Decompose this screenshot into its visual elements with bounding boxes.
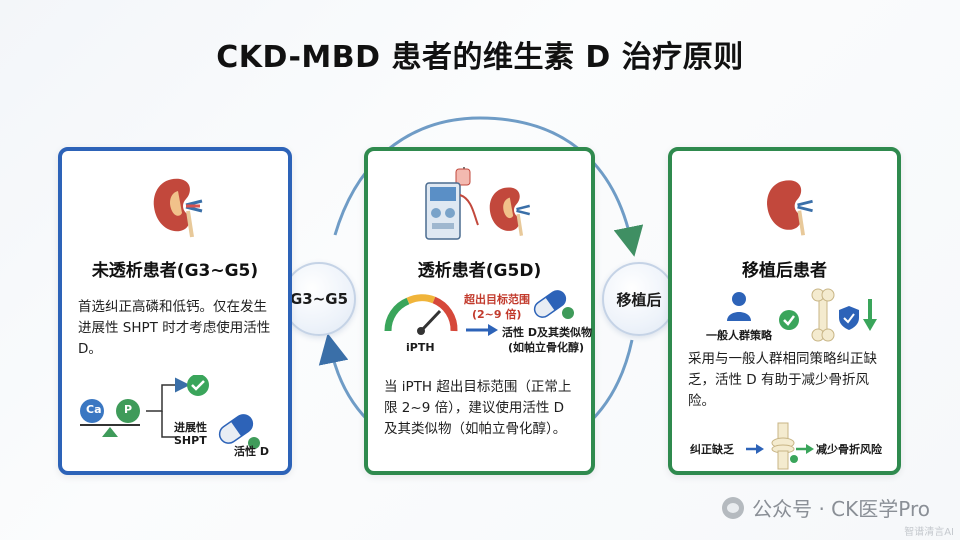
left-label: 纠正缺乏 [690,443,734,456]
stage-circle-g3-g5: G3~G5 [282,262,356,336]
card-title: 未透析患者(G3~G5) [91,261,259,281]
down-arrow-icon [863,299,877,331]
branch-label-2: SHPT [174,434,207,447]
card-body: 当 iPTH 超出目标范围（正常上限 2~9 倍），建议使用活性 D 及其类似物… [384,379,572,437]
p-label: P [124,403,133,416]
branch-label-1: 进展性 [174,421,207,434]
balance-diagram [80,375,260,449]
person-icon [727,292,751,321]
range-label-2: (2~9 倍) [472,308,522,321]
gauge-icon [384,294,458,335]
pill-icon [218,414,254,444]
dialysis-machine-icon [425,167,479,240]
page-title: CKD-MBD 患者的维生素 D 治疗原则 [216,40,744,75]
card-body: 采用与一般人群相同策略纠正缺乏，活性 D 有助于减少骨折风险。 [688,351,877,409]
kidney-icon [767,180,813,236]
drug-label: 活性 D [234,445,269,458]
pill-icon [533,290,574,319]
kidney-icon [489,187,531,236]
card-dialysis: 透析患者(G5D) iPTH 超出目标范围 (2~9 倍) 活性 D及其类似物 … [364,147,595,475]
card-non-dialysis: 未透析患者(G3~G5) 首选纠正高磷和低钙。仅在发生进展性 SHPT 时才考虑… [58,147,292,475]
watermark: 公众号 · CK医学Pro [722,493,930,522]
wechat-icon [722,496,745,519]
p-circle [116,399,140,423]
person-label: 一般人群策略 [706,329,772,342]
knee-joint-icon [771,422,798,470]
check-icon [779,310,799,330]
arrow-icon [466,324,498,336]
corner-mark: 智谱清言AI [904,527,954,538]
shield-icon [839,306,859,330]
stage-circle-post-transplant: 移植后 [602,262,676,336]
drug-label-2: (如帕立骨化醇) [508,341,585,354]
range-label-1: 超出目标范围 [464,293,530,306]
drug-label-1: 活性 D及其类似物 [502,326,592,339]
gauge-label: iPTH [406,341,435,354]
card-post-transplant: 移植后患者 一般人群策略 采用与一般人群相同策略纠正缺乏，活性 D 有助于减少骨… [668,147,901,475]
card-title: 透析患者(G5D) [417,261,542,281]
right-arrow-icon [796,444,814,454]
card-title: 移植后患者 [742,261,827,281]
right-label: 减少骨折风险 [816,443,882,456]
watermark-text: 公众号 · CK医学Pro [752,497,930,521]
bone-icon [811,288,835,342]
ca-circle [80,399,104,423]
kidney-icon [153,178,203,238]
card-body: 首选纠正高磷和低钙。仅在发生进展性 SHPT 时才考虑使用活性 D。 [78,299,271,357]
ca-label: Ca [86,403,102,416]
left-arrow-icon [746,444,764,454]
